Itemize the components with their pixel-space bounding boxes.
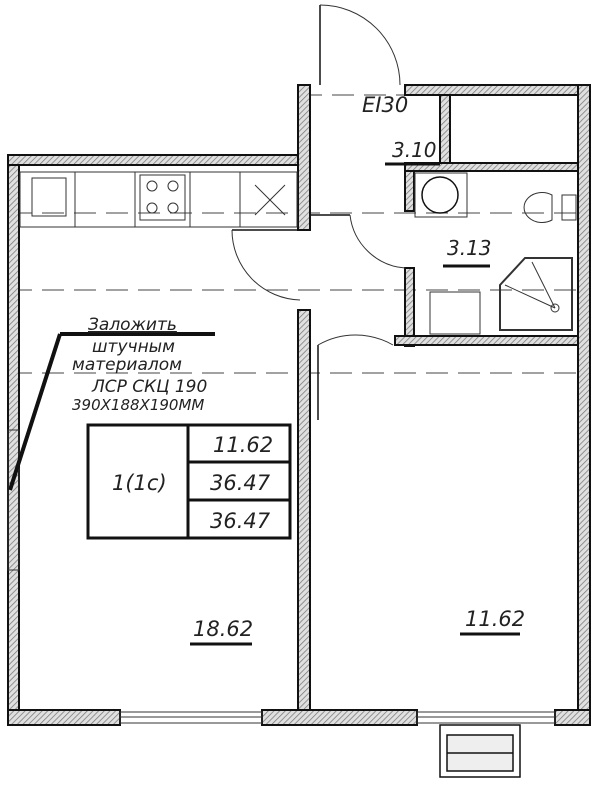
fridge-icon	[254, 184, 286, 216]
left-outer-wall	[7, 154, 20, 726]
right-top-wall	[404, 84, 591, 96]
bath-bottom-wall	[394, 335, 579, 346]
bottom-wall-right	[554, 709, 591, 726]
room-bathroom: 3.13	[443, 236, 492, 268]
door-rating-label: EI30	[362, 93, 408, 117]
bottom-wall-mid	[261, 709, 418, 726]
bottom-wall-left	[7, 709, 121, 726]
right-outer-wall	[577, 84, 591, 726]
room-kitchen-living: 18.62	[190, 617, 253, 646]
note-line-5: 390Х188Х190ММ	[72, 396, 204, 414]
sink-icon	[31, 177, 67, 217]
windows	[7, 429, 556, 724]
bathroom-fixtures	[414, 172, 577, 335]
balcony-door	[439, 724, 521, 778]
total-area-with-balcony: 36.47	[210, 509, 271, 533]
walls	[7, 84, 591, 726]
left-top-wall	[7, 154, 301, 166]
bedroom-area: 11.62	[465, 607, 525, 631]
area-summary-table: 1(1с) 11.62 36.47 36.47	[86, 423, 292, 540]
kitchen-counter	[19, 171, 298, 228]
total-area: 36.47	[210, 471, 271, 495]
stove-icon	[139, 174, 186, 221]
center-wall-lower	[297, 309, 311, 726]
note-line-1: Заложить	[88, 315, 177, 335]
bath-top-wall	[404, 162, 579, 172]
closet-partition	[439, 94, 451, 164]
center-wall-upper	[297, 84, 311, 231]
kitchen-living-area: 18.62	[193, 617, 253, 641]
bedroom-door	[317, 334, 394, 420]
entrance-door	[319, 4, 401, 86]
living-area: 11.62	[213, 433, 273, 457]
room-hall: 3.10	[385, 138, 440, 166]
note-line-4: ЛСР СКЦ 190	[91, 377, 207, 397]
bathroom-area: 3.13	[447, 236, 492, 260]
shower-icon	[499, 257, 573, 331]
note-line-2: штучным	[92, 337, 175, 357]
apartment-type: 1(1с)	[112, 471, 167, 495]
note-leader	[8, 332, 215, 491]
window-left-wall-slot	[7, 429, 20, 571]
toilet-icon	[523, 192, 577, 223]
kitchen-door	[231, 229, 301, 301]
masonry-note: Заложить штучным материалом ЛСР СКЦ 190 …	[72, 315, 207, 414]
room-bedroom: 11.62	[460, 607, 525, 636]
washbasin-icon	[429, 291, 481, 335]
hall-area: 3.10	[392, 138, 437, 162]
washing-machine-icon	[414, 172, 468, 218]
bath-left-wall-lower	[404, 267, 415, 347]
doors	[231, 4, 406, 420]
bathroom-door	[310, 214, 406, 269]
bath-left-wall	[404, 170, 415, 212]
note-line-3: материалом	[72, 355, 182, 375]
